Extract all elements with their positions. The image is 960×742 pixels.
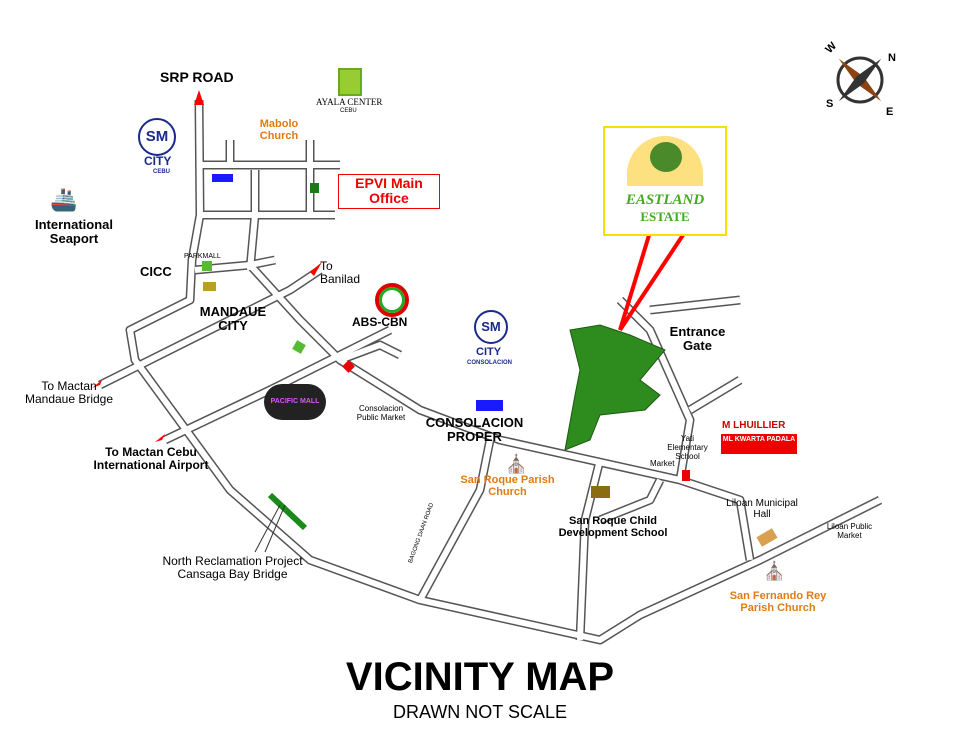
consolacion-market-label: Consolacion Public Market bbox=[356, 404, 406, 422]
san-fernando-church-label: San Fernando Rey Parish Church bbox=[729, 590, 827, 615]
cicc-marker bbox=[203, 282, 216, 291]
estate-pointer bbox=[618, 230, 687, 332]
eastland-estate-logo: EASTLAND ESTATE bbox=[603, 126, 727, 236]
sm-consolacion-logo: SM bbox=[474, 310, 508, 344]
sm-consolacion-label: CONSOLACION bbox=[467, 360, 512, 366]
sm-cebu-marker bbox=[212, 174, 233, 182]
parkmall-label: PARKMALL bbox=[184, 253, 221, 260]
mabolo-church-label: Mabolo Church bbox=[259, 118, 299, 143]
san-roque-school-label: San Roque Child Development School bbox=[558, 515, 668, 540]
sm-consolacion-city-label: CITY bbox=[476, 346, 502, 358]
church-icon: ⛪ bbox=[505, 454, 528, 474]
mlhuillier-marker bbox=[682, 470, 690, 481]
epvi-main-office-label: EPVI Main Office bbox=[338, 174, 440, 209]
liloan-market-label: Liloan Public Market bbox=[826, 522, 873, 540]
san-roque-school-marker bbox=[591, 486, 610, 498]
to-mactan-bridge-label: To Mactan Mandaue Bridge bbox=[24, 379, 114, 407]
compass-e: E bbox=[886, 106, 894, 118]
direction-arrows bbox=[92, 90, 322, 442]
church-icon: ⛪ bbox=[763, 561, 786, 581]
san-roque-church-label: San Roque Parish Church bbox=[460, 474, 555, 499]
consolacion-proper-label: CONSOLACION PROPER bbox=[425, 415, 524, 445]
map-subtitle: DRAWN NOT SCALE bbox=[392, 702, 568, 722]
sm-city-label: CITY bbox=[144, 154, 172, 168]
sm-consolacion-marker bbox=[476, 400, 503, 411]
seaport-label: International Seaport bbox=[34, 217, 113, 247]
abs-cbn-label: ABS-CBN bbox=[352, 315, 408, 329]
sm-cebu-logo: SM bbox=[138, 118, 176, 156]
cansaga-bridge bbox=[267, 492, 308, 531]
market-label: Market bbox=[650, 459, 675, 468]
north-reclamation-label: North Reclamation Project Cansaga Bay Br… bbox=[162, 554, 303, 582]
abs-cbn-logo-icon bbox=[375, 283, 409, 317]
ayala-label: AYALA CENTER bbox=[316, 97, 383, 107]
ship-icon: 🚢 bbox=[50, 187, 78, 212]
liloan-hall-label: Liloan Municipal Hall bbox=[726, 498, 798, 520]
entrance-gate-label: Entrance Gate bbox=[669, 324, 726, 354]
ml-kwarta-padala-label: ML KWARTA PADALA bbox=[721, 434, 797, 454]
ayala-sub-label: CEBU bbox=[340, 108, 357, 114]
parkmall-marker bbox=[202, 261, 212, 271]
mlhuillier-label: M LHUILLIER bbox=[722, 420, 786, 431]
eastland-label: EASTLAND bbox=[625, 192, 705, 208]
compass-icon bbox=[836, 56, 884, 104]
pacific-mall-logo: PACIFIC MALL bbox=[264, 384, 326, 420]
epvi-marker bbox=[310, 183, 319, 193]
ayala-logo-icon bbox=[338, 68, 362, 96]
srp-road-label: SRP ROAD bbox=[160, 69, 234, 85]
yati-school-label: Yati Elementary School bbox=[667, 434, 708, 461]
map-title: VICINITY MAP bbox=[345, 655, 615, 699]
to-banilad-label: To Banilad bbox=[320, 259, 361, 287]
cicc-label: CICC bbox=[140, 264, 172, 279]
estate-label: ESTATE bbox=[640, 209, 690, 224]
compass-s: S bbox=[826, 98, 834, 110]
sm-cebu-label: CEBU bbox=[153, 169, 171, 175]
mandaue-city-label: MANDAUE CITY bbox=[199, 304, 267, 334]
estate-land bbox=[564, 324, 666, 451]
to-airport-label: To Mactan Cebu International Airport bbox=[93, 445, 209, 473]
compass-n: N bbox=[888, 52, 896, 64]
